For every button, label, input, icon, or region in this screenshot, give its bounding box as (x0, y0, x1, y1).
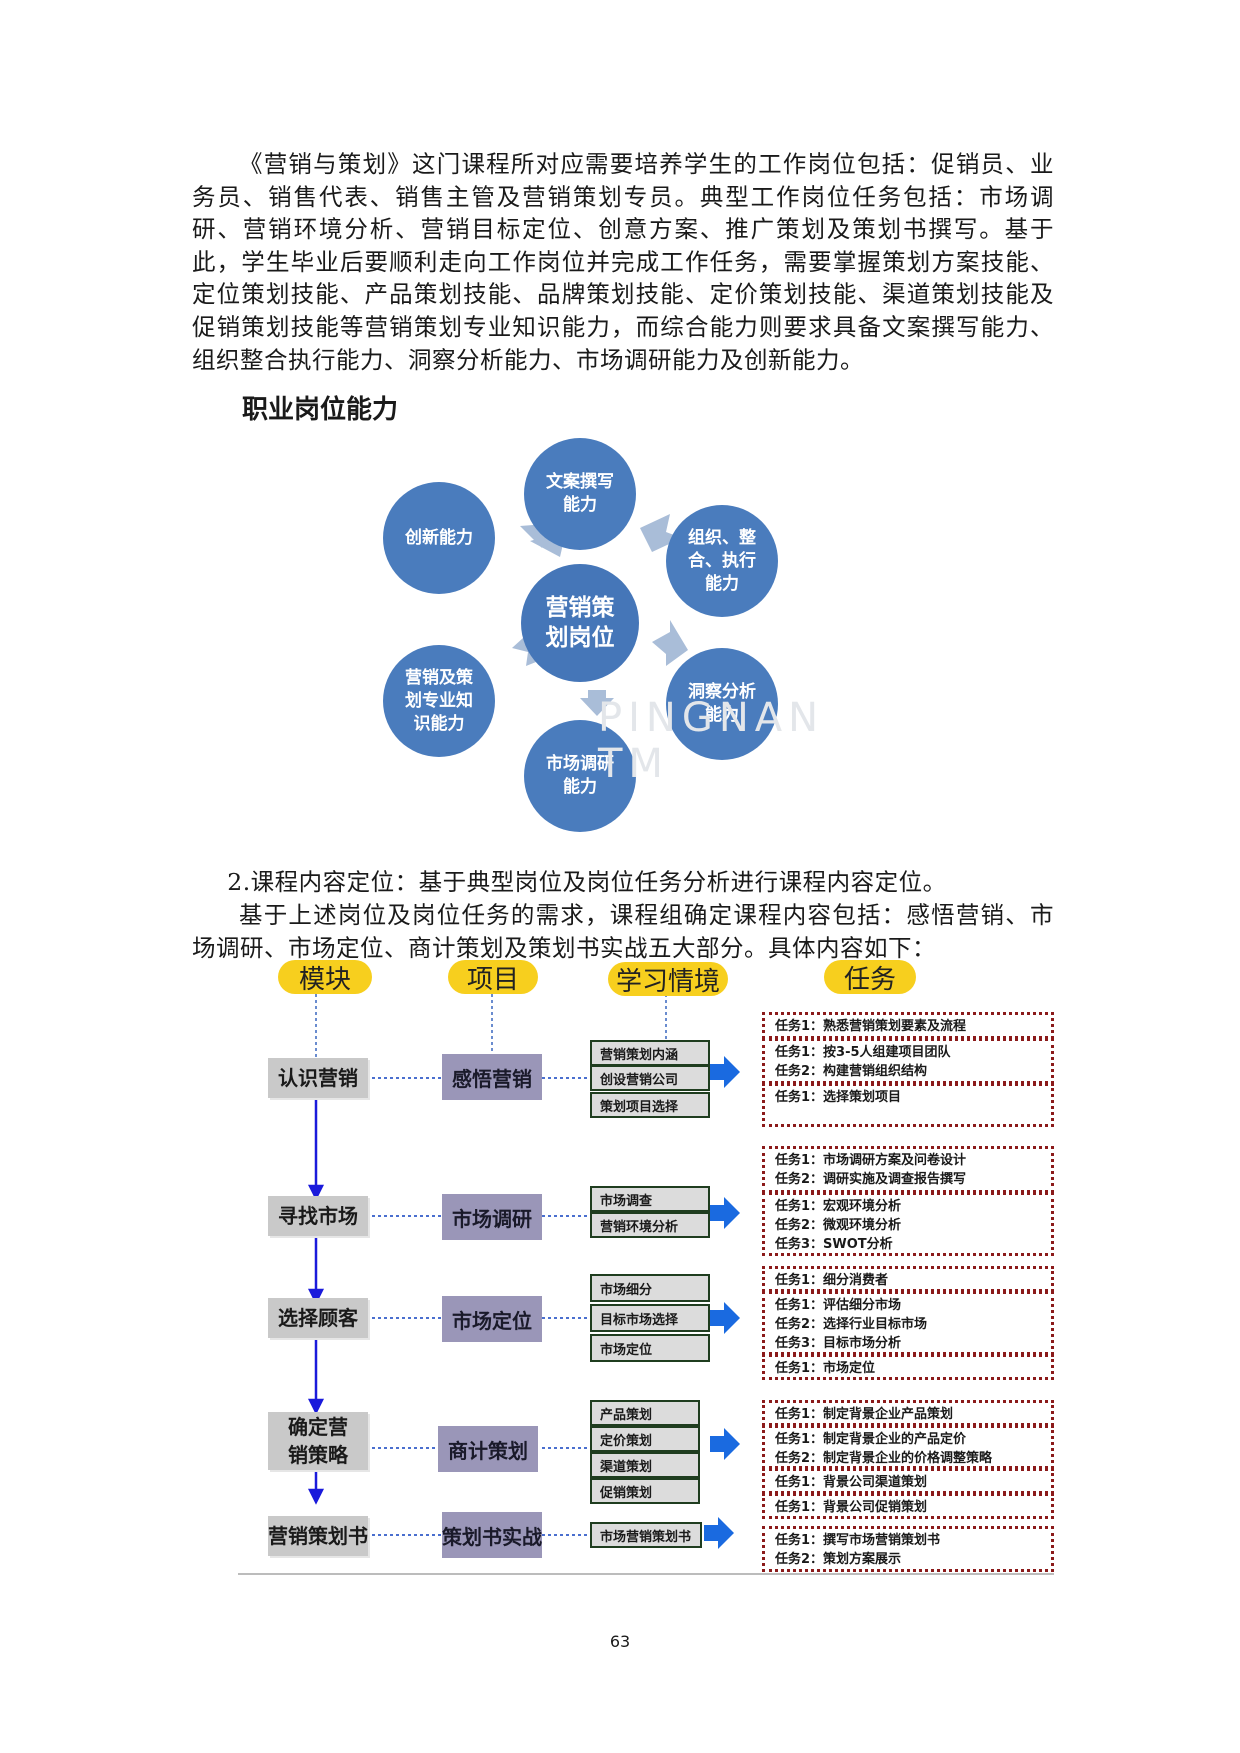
scenario-box: 定价策划 (590, 1426, 700, 1452)
task-item: 任务2：选择行业目标市场 (775, 1317, 928, 1332)
circle-center: 营销策划岗位 (521, 564, 639, 682)
header-scenario: 学习情境 (608, 962, 728, 997)
project-box: 策划书实战 (442, 1512, 542, 1558)
watermark: PINGNAN TM (598, 695, 825, 787)
arrow-down-icon (307, 1288, 325, 1305)
header-project: 项目 (448, 960, 538, 995)
task-box: 任务1：选择策划项目 (762, 1083, 1054, 1127)
arrow-icon (580, 690, 614, 716)
circle-knowledge: 营销及策划专业知识能力 (383, 645, 495, 757)
scenario-box: 创设营销公司 (590, 1065, 710, 1091)
circle-copywriting: 文案撰写能力 (524, 438, 636, 550)
header-module: 模块 (278, 960, 372, 995)
task-item: 任务1：背景公司渠道策划 (775, 1475, 928, 1490)
task-item: 任务2：构建营销组织结构 (775, 1064, 928, 1079)
arrow-right-icon (710, 1056, 740, 1088)
task-box: 任务1：按3-5人组建项目团队 任务2：构建营销组织结构 (762, 1038, 1054, 1084)
project-box: 市场调研 (442, 1194, 542, 1240)
task-box: 任务1：制定背景企业的产品定价 任务2：制定背景企业的价格调整策略 (762, 1425, 1054, 1469)
scenario-box: 市场细分 (590, 1274, 710, 1302)
scenario-box: 营销环境分析 (590, 1212, 710, 1238)
scenario-box: 市场调查 (590, 1186, 710, 1212)
page-number: 63 (609, 1632, 631, 1651)
scenario-box: 策划项目选择 (590, 1092, 710, 1118)
course-flow: 模块 项目 学习情境 任务 认识营销 寻找市场 选择顾客 确定营销策略 营销策划… (238, 960, 1054, 1575)
module-box: 寻找市场 (268, 1196, 368, 1236)
scenario-box: 渠道策划 (590, 1452, 700, 1478)
task-box: 任务1：制定背景企业产品策划 (762, 1400, 1054, 1426)
project-box: 商计策划 (438, 1426, 538, 1472)
arrow-down-icon (307, 1488, 325, 1505)
scenario-box: 市场营销策划书 (590, 1522, 702, 1548)
task-box: 任务1：市场调研方案及问卷设计 任务2：调研实施及调查报告撰写 (762, 1146, 1054, 1193)
arrow-right-icon (710, 1302, 740, 1334)
scenario-box: 市场定位 (590, 1334, 710, 1362)
circle-innovation: 创新能力 (383, 482, 495, 594)
task-item: 任务2：制定背景企业的价格调整策略 (775, 1451, 993, 1466)
task-box: 任务1：宏观环境分析 任务2：微观环境分析 任务3：SWOT分析 (762, 1192, 1054, 1256)
task-box: 任务1：评估细分市场 任务2：选择行业目标市场 任务3：目标市场分析 (762, 1291, 1054, 1355)
task-box: 任务1：熟悉营销策划要素及流程 (762, 1012, 1054, 1039)
task-item: 任务1：按3-5人组建项目团队 (775, 1045, 951, 1060)
intro-paragraph: 《营销与策划》这门课程所对应需要培养学生的工作岗位包括：促销员、业务员、销售代表… (192, 150, 1054, 374)
ability-wheel: 文案撰写能力 组织、整合、执行能力 洞察分析能力 市场调研能力 营销及策划专业知… (370, 400, 870, 845)
task-item: 任务1：制定背景企业的产品定价 (775, 1432, 967, 1447)
module-box: 确定营销策略 (268, 1412, 368, 1470)
arrow-icon (652, 620, 688, 666)
scenario-box: 营销策划内涵 (590, 1040, 710, 1066)
task-item: 任务1：熟悉营销策划要素及流程 (775, 1019, 967, 1034)
task-item: 任务1：细分消费者 (775, 1273, 889, 1288)
task-item: 任务1：制定背景企业产品策划 (775, 1407, 954, 1422)
scenario-box: 目标市场选择 (590, 1304, 710, 1332)
module-box: 认识营销 (268, 1058, 368, 1098)
task-item: 任务1：宏观环境分析 (775, 1199, 902, 1214)
task-item: 任务1：评估细分市场 (775, 1298, 902, 1313)
circle-research: 市场调研能力 (524, 720, 636, 832)
task-item: 任务2：微观环境分析 (775, 1218, 902, 1233)
circle-insight: 洞察分析能力 (666, 648, 778, 760)
task-item: 任务2：策划方案展示 (775, 1552, 902, 1567)
scenario-box: 产品策划 (590, 1400, 700, 1426)
section-paragraph: 基于上述岗位及岗位任务的需求，课程组确定课程内容包括：感悟营销、市场调研、市场定… (192, 901, 1054, 962)
section-line: 2.课程内容定位：基于典型岗位及岗位任务分析进行课程内容定位。 (227, 868, 947, 896)
project-box: 市场定位 (442, 1296, 542, 1342)
flow-lines (238, 994, 1054, 1575)
arrow-down-icon (307, 1184, 325, 1201)
task-item: 任务1：市场定位 (775, 1361, 876, 1376)
task-box: 任务1：背景公司促销策划 (762, 1493, 1054, 1519)
task-box: 任务1：市场定位 (762, 1354, 1054, 1380)
task-item: 任务1：背景公司促销策划 (775, 1500, 928, 1515)
arrow-right-icon (710, 1197, 740, 1229)
task-item: 任务2：调研实施及调查报告撰写 (775, 1172, 967, 1187)
project-box: 感悟营销 (442, 1054, 542, 1100)
header-task: 任务 (824, 960, 916, 995)
task-item: 任务1：市场调研方案及问卷设计 (775, 1153, 967, 1168)
circle-organization: 组织、整合、执行能力 (666, 505, 778, 617)
task-box: 任务1：细分消费者 (762, 1266, 1054, 1292)
task-item: 任务3：目标市场分析 (775, 1336, 902, 1351)
arrow-right-icon (710, 1428, 740, 1460)
module-box: 选择顾客 (268, 1298, 368, 1338)
module-box: 营销策划书 (268, 1516, 368, 1556)
task-box: 任务1：背景公司渠道策划 (762, 1468, 1054, 1494)
task-item: 任务1：撰写市场营销策划书 (775, 1533, 941, 1548)
task-item: 任务3：SWOT分析 (775, 1237, 893, 1252)
wheel-heading: 职业岗位能力 (242, 395, 399, 425)
arrow-right-icon (704, 1517, 734, 1549)
scenario-box: 促销策划 (590, 1478, 700, 1504)
arrow-down-icon (307, 1398, 325, 1415)
task-item: 任务1：选择策划项目 (775, 1090, 902, 1105)
task-box: 任务1：撰写市场营销策划书 任务2：策划方案展示 (762, 1526, 1054, 1572)
